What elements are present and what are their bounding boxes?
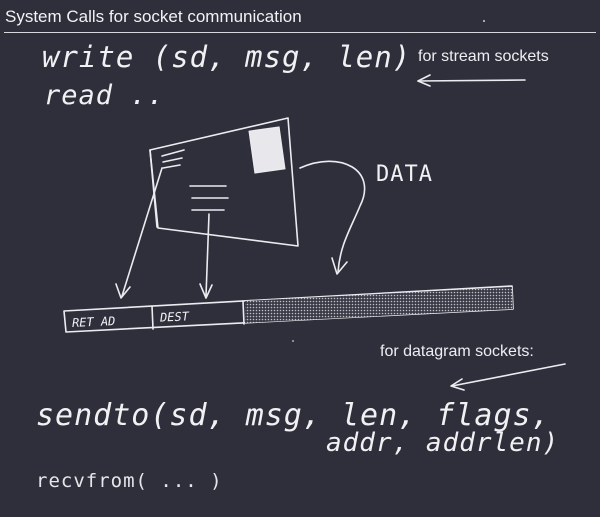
packet-bar (63, 285, 514, 333)
write-call-text: write (sd, msg, len) (42, 40, 412, 74)
sendto-call-line1: sendto(sd, msg, len, flags, (36, 398, 551, 433)
sendto-call-line2: addr, addrlen) (326, 428, 560, 458)
return-address-arrow (115, 167, 163, 299)
recvfrom-call-text: recvfrom( ... ) (36, 470, 223, 492)
envelope-icon (149, 117, 299, 247)
data-arrow (299, 160, 366, 275)
read-call-text: read .. (44, 80, 165, 111)
destination-field: DEST (159, 309, 190, 325)
data-label: DATA (376, 162, 433, 187)
slide-title: System Calls for socket communication (5, 7, 302, 26)
return-address-field: RET AD (71, 314, 116, 330)
datagram-note-arrow (450, 363, 566, 391)
stream-sockets-note: for stream sockets (418, 48, 549, 65)
destination-arrow (199, 213, 213, 299)
datagram-sockets-note: for datagram sockets: (380, 343, 534, 360)
title-divider (4, 32, 596, 33)
stream-note-arrow (417, 74, 526, 87)
stamp-icon (248, 126, 286, 174)
